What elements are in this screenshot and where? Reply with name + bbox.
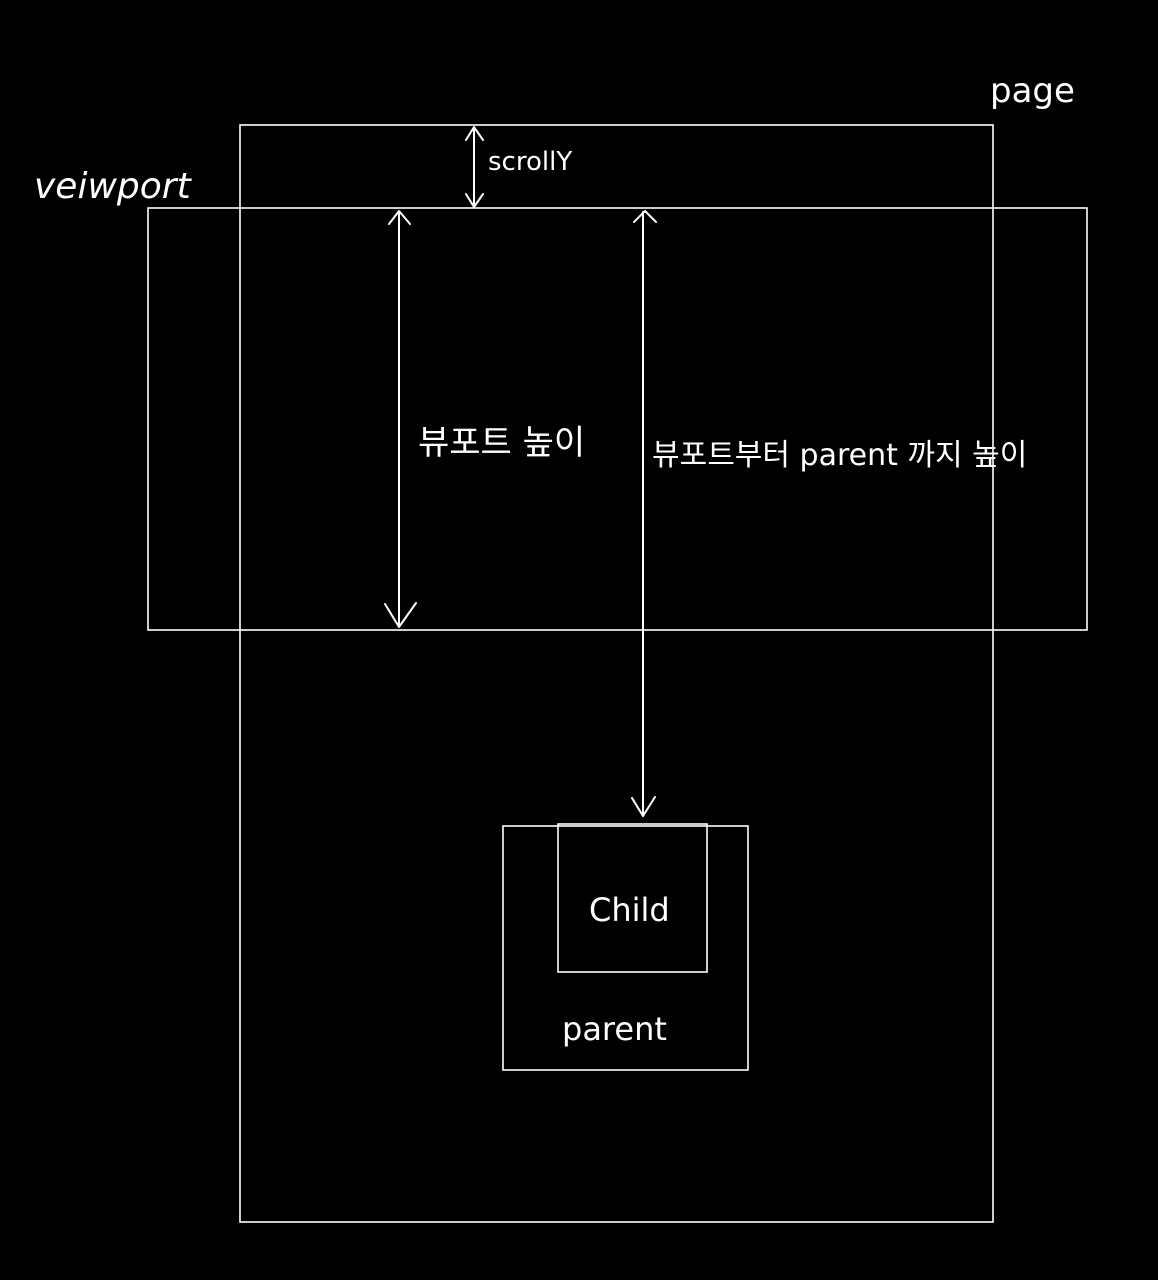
parent-box (502, 825, 749, 1071)
page-label: page (990, 71, 1075, 111)
viewport-box (147, 207, 1088, 631)
scrolly-arrow (465, 126, 484, 208)
parent-label: parent (562, 1010, 667, 1048)
page-box (239, 124, 994, 1223)
viewport-height-arrow (384, 210, 417, 628)
scrolly-label: scrollY (488, 147, 572, 177)
viewport-height-label: 뷰포트 높이 (418, 423, 585, 463)
child-label: Child (589, 891, 670, 929)
child-box (557, 823, 708, 973)
viewport-to-parent-arrow (631, 210, 657, 817)
viewport-to-parent-label: 뷰포트부터 parent 까지 높이 (652, 438, 1027, 473)
viewport-label: veiwport (34, 166, 193, 207)
